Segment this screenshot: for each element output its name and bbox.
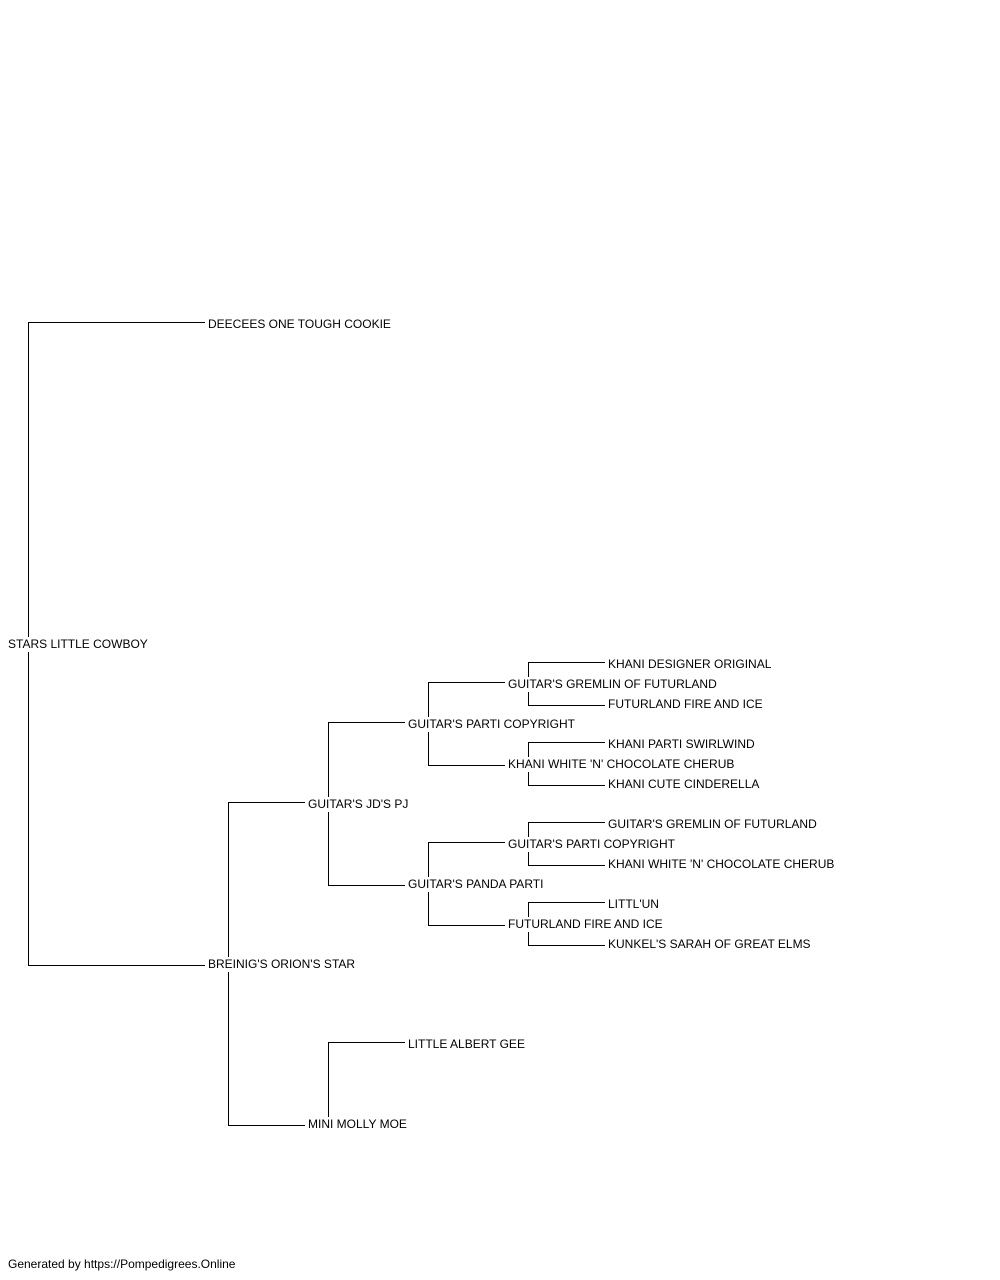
connector-dssd: [428, 732, 505, 766]
pedigree-gen5-name: KUNKEL'S SARAH OF GREAT ELMS: [608, 937, 813, 951]
pedigree-gen4-name: KHANI WHITE 'N' CHOCOLATE CHERUB: [508, 757, 737, 771]
pedigree-dam-sire-name: GUITAR'S JD'S PJ: [308, 797, 411, 811]
pedigree-gen4-name: FUTURLAND FIRE AND ICE: [508, 917, 665, 931]
pedigree-gen5-name: KHANI PARTI SWIRLWIND: [608, 737, 757, 751]
connector-dam-sire-to-dam: [328, 812, 405, 886]
connector-dsss: [428, 682, 505, 717]
connector-dssdd: [528, 772, 605, 786]
pedigree-gen5-name: KHANI DESIGNER ORIGINAL: [608, 657, 774, 671]
connector-dsdd: [428, 892, 505, 926]
pedigree-gen5-name: GUITAR'S GREMLIN OF FUTURLAND: [608, 817, 819, 831]
pedigree-gen5-name: KHANI CUTE CINDERELLA: [608, 777, 762, 791]
pedigree-dam-sire-dam-name: GUITAR'S PANDA PARTI: [408, 877, 546, 891]
connector-dsdsd: [528, 852, 605, 866]
pedigree-gen5-name: KHANI WHITE 'N' CHOCOLATE CHERUB: [608, 857, 837, 871]
connector-dam-dam-to-sire: [328, 1042, 405, 1117]
pedigree-gen5-name: FUTURLAND FIRE AND ICE: [608, 697, 765, 711]
pedigree-subject-name: STARS LITTLE COWBOY: [8, 637, 150, 651]
pedigree-dam-sire-sire-name: GUITAR'S PARTI COPYRIGHT: [408, 717, 577, 731]
connector-subject-to-dam: [28, 652, 205, 966]
connector-dam-to-dam-dam: [228, 972, 305, 1126]
connector-subject-to-sire: [28, 322, 205, 637]
connector-dsds: [428, 842, 505, 877]
pedigree-gen5-name: LITTL'UN: [608, 897, 661, 911]
connector-dssds: [528, 742, 605, 757]
pedigree-gen4-name: GUITAR'S GREMLIN OF FUTURLAND: [508, 677, 719, 691]
connector-dsssd: [528, 692, 605, 706]
pedigree-dam-dam-sire-name: LITTLE ALBERT GEE: [408, 1037, 527, 1051]
connector-dsdss: [528, 822, 605, 837]
pedigree-dam-name: BREINIG'S ORION'S STAR: [208, 957, 358, 971]
connector-dsddd: [528, 932, 605, 946]
pedigree-gen4-name: GUITAR'S PARTI COPYRIGHT: [508, 837, 677, 851]
connector-dssss: [528, 662, 605, 677]
connector-dam-to-dam-sire: [228, 802, 305, 957]
connector-dsdds: [528, 902, 605, 917]
connector-dam-sire-to-sire: [328, 722, 405, 797]
pedigree-sire-name: DEECEES ONE TOUGH COOKIE: [208, 317, 393, 331]
generated-by-footer: Generated by https://Pompedigrees.Online: [8, 1257, 236, 1271]
pedigree-dam-dam-name: MINI MOLLY MOE: [308, 1117, 409, 1131]
